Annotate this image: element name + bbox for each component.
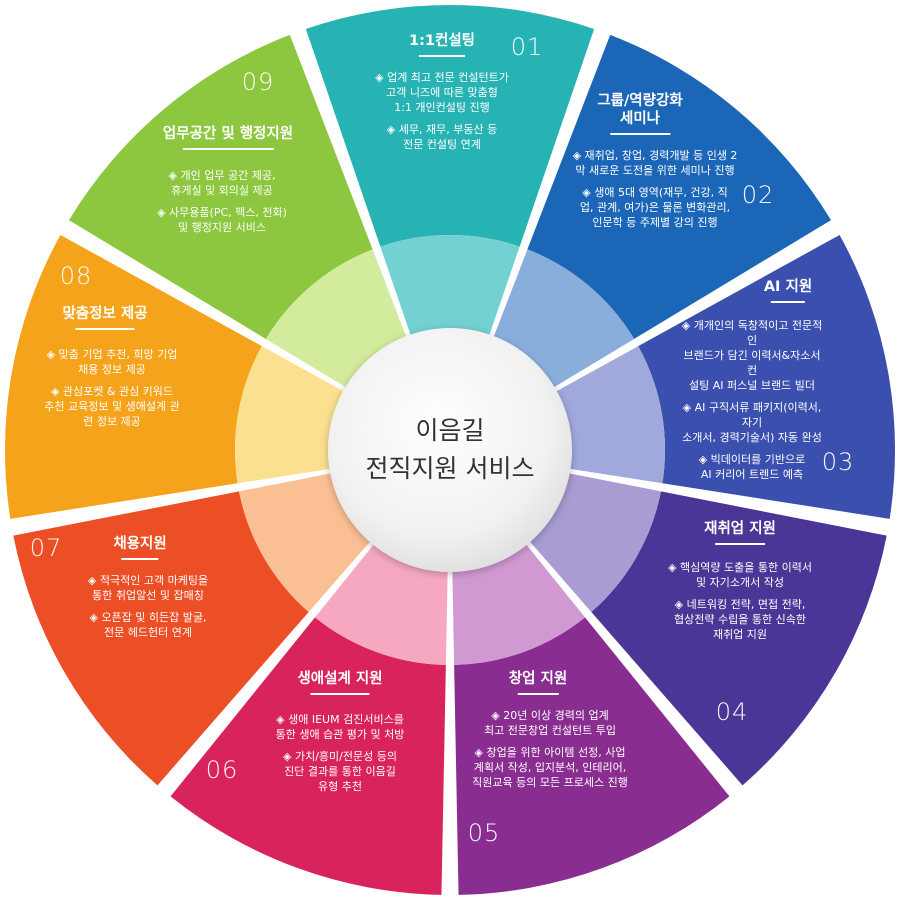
bullet-item: ◈ AI 구직서류 패키지(이력서, 자기 소개서, 경력기술서) 자동 완성 — [682, 401, 822, 444]
bullet-item: ◈ 개개인의 독창적이고 전문적인 브랜드가 담긴 이력서&자소서 컨 설팅 A… — [681, 319, 823, 392]
segment-inner-group-seminar — [493, 249, 635, 389]
segment-title-life-design: 생애설계 지원 — [297, 670, 383, 695]
center-hub — [328, 328, 572, 572]
bullet-item: ◈ 가치/흥미/전문성 등의 진단 결과를 통한 이음길 유형 추천 — [283, 750, 397, 793]
bullet-item: ◈ 네트워킹 전략, 면접 전략, 협상전략 수립을 통한 신속한 재취업 지원 — [674, 598, 806, 641]
segment-number-startup: 05 — [467, 819, 501, 847]
center-title: 이음길 전직지원 서비스 — [365, 416, 535, 483]
segment-inner-custom-info — [235, 346, 345, 484]
bullet-item: ◈ 20년 이상 경력의 업계 최고 전문창업 컨설턴트 투입 — [484, 709, 616, 737]
segment-bullets-office-admin: ◈ 개인 업무 공간 제공, 휴게실 및 회의실 제공 ◈ 사무용품(PC, 팩스… — [157, 168, 287, 242]
segment-bullets-recruitment: ◈ 적극적인 고객 마케팅을 통한 취업알선 및 잡매칭 ◈ 오픈잡 및 히든잡 … — [88, 573, 208, 647]
bullet-item: ◈ 개인 업무 공간 제공, 휴게실 및 회의실 제공 — [168, 169, 276, 197]
segment-group-seminar — [527, 34, 832, 339]
segment-number-life-design: 06 — [205, 756, 239, 784]
segment-startup — [454, 617, 730, 895]
segment-inner-recruitment — [239, 473, 372, 613]
bullet-item: ◈ 핵심역량 도출을 통한 이력서 및 자기소개서 작성 — [668, 561, 812, 589]
bullet-item: ◈ 생애 5대 영역(재무, 건강, 직 업, 관계, 여가)은 물론 변화관리… — [579, 186, 731, 229]
bullet-item: ◈ 세무, 재무, 부동산 등 전문 컨설팅 연계 — [386, 123, 498, 151]
segment-bullets-ai-support: ◈ 개개인의 독창적이고 전문적인 브랜드가 담긴 이력서&자소서 컨 설팅 A… — [678, 318, 826, 489]
segment-recruitment — [13, 491, 309, 786]
segment-reemployment — [591, 491, 887, 786]
segment-inner-startup — [452, 543, 586, 665]
segment-title-reemployment: 재취업 지원 — [704, 520, 776, 545]
segment-bullets-life-design: ◈ 생애 IEUM 검진서비스를 통한 생애 습관 평가 및 처방 ◈ 가치/흥미… — [276, 712, 405, 801]
segment-inner-office-admin — [265, 249, 407, 389]
segment-bullets-consulting: ◈ 업계 최고 전문 컨설턴트가 고객 니즈에 따른 맞춤형 1:1 개인컨설팅… — [375, 70, 509, 159]
segment-custom-info — [4, 234, 262, 519]
bullet-item: ◈ 오픈잡 및 히든잡 발굴, 전문 헤드헌터 연계 — [89, 611, 207, 639]
segment-number-recruitment: 07 — [29, 534, 63, 562]
segment-number-ai-support: 03 — [821, 448, 855, 476]
segment-consulting — [305, 4, 595, 247]
segment-number-consulting: 01 — [510, 33, 544, 61]
segment-title-consulting: 1:1컨설팅 — [409, 32, 475, 57]
segment-inner-reemployment — [528, 473, 661, 613]
bullet-item: ◈ 적극적인 고객 마케팅을 통한 취업알선 및 잡매칭 — [87, 574, 209, 602]
segment-inner-ai-support — [555, 346, 665, 484]
bullet-item: ◈ 관심포켓 & 관심 키워드 추천 교육정보 및 생애설계 관 련 정보 제공 — [44, 385, 180, 428]
segment-bullets-reemployment: ◈ 핵심역량 도출을 통한 이력서 및 자기소개서 작성 ◈ 네트워킹 전략, 면… — [668, 560, 812, 649]
segment-number-reemployment: 04 — [715, 698, 749, 726]
segment-inner-consulting — [380, 235, 520, 337]
segment-life-design — [170, 617, 446, 895]
bullet-item: ◈ 맞춤 기업 추천, 희망 기업 채용 정보 제공 — [46, 348, 178, 376]
segment-bullets-group-seminar: ◈ 재취업, 창업, 경력개발 등 인생 2 막 새로운 도전을 위한 세미나 … — [573, 148, 738, 237]
segment-bullets-startup: ◈ 20년 이상 경력의 업계 최고 전문창업 컨설턴트 투입 ◈ 창업을 위한 … — [472, 708, 628, 797]
bullet-item: ◈ 빅데이터를 기반으로 AI 커리어 트렌드 예측 — [698, 453, 806, 481]
segment-number-office-admin: 09 — [241, 68, 275, 96]
segment-office-admin — [68, 34, 373, 339]
segment-number-group-seminar: 02 — [741, 181, 775, 209]
bullet-item: ◈ 재취업, 창업, 경력개발 등 인생 2 막 새로운 도전을 위한 세미나 … — [572, 149, 738, 177]
bullet-item: ◈ 사무용품(PC, 팩스, 전화) 및 행정지원 서비스 — [157, 206, 287, 234]
segment-title-custom-info: 맞춤정보 제공 — [62, 305, 148, 330]
segment-title-office-admin: 업무공간 및 행정지원 — [163, 125, 293, 150]
segment-title-recruitment: 채용지원 — [113, 535, 167, 560]
segment-number-custom-info: 08 — [59, 262, 93, 290]
segment-ai-support — [638, 234, 895, 519]
segment-title-ai-support: AI 지원 — [764, 278, 812, 303]
bullet-item: ◈ 업계 최고 전문 컨설턴트가 고객 니즈에 따른 맞춤형 1:1 개인컨설팅… — [375, 71, 509, 114]
bullet-item: ◈ 창업을 위한 아이템 선정, 사업 계획서 작성, 입지분석, 인테리어, … — [472, 746, 628, 789]
segment-title-startup: 창업 지원 — [509, 670, 567, 695]
segment-inner-life-design — [314, 543, 448, 665]
segment-bullets-custom-info: ◈ 맞춤 기업 추천, 희망 기업 채용 정보 제공 ◈ 관심포켓 & 관심 키워… — [44, 347, 179, 436]
bullet-item: ◈ 생애 IEUM 검진서비스를 통한 생애 습관 평가 및 처방 — [275, 713, 405, 741]
